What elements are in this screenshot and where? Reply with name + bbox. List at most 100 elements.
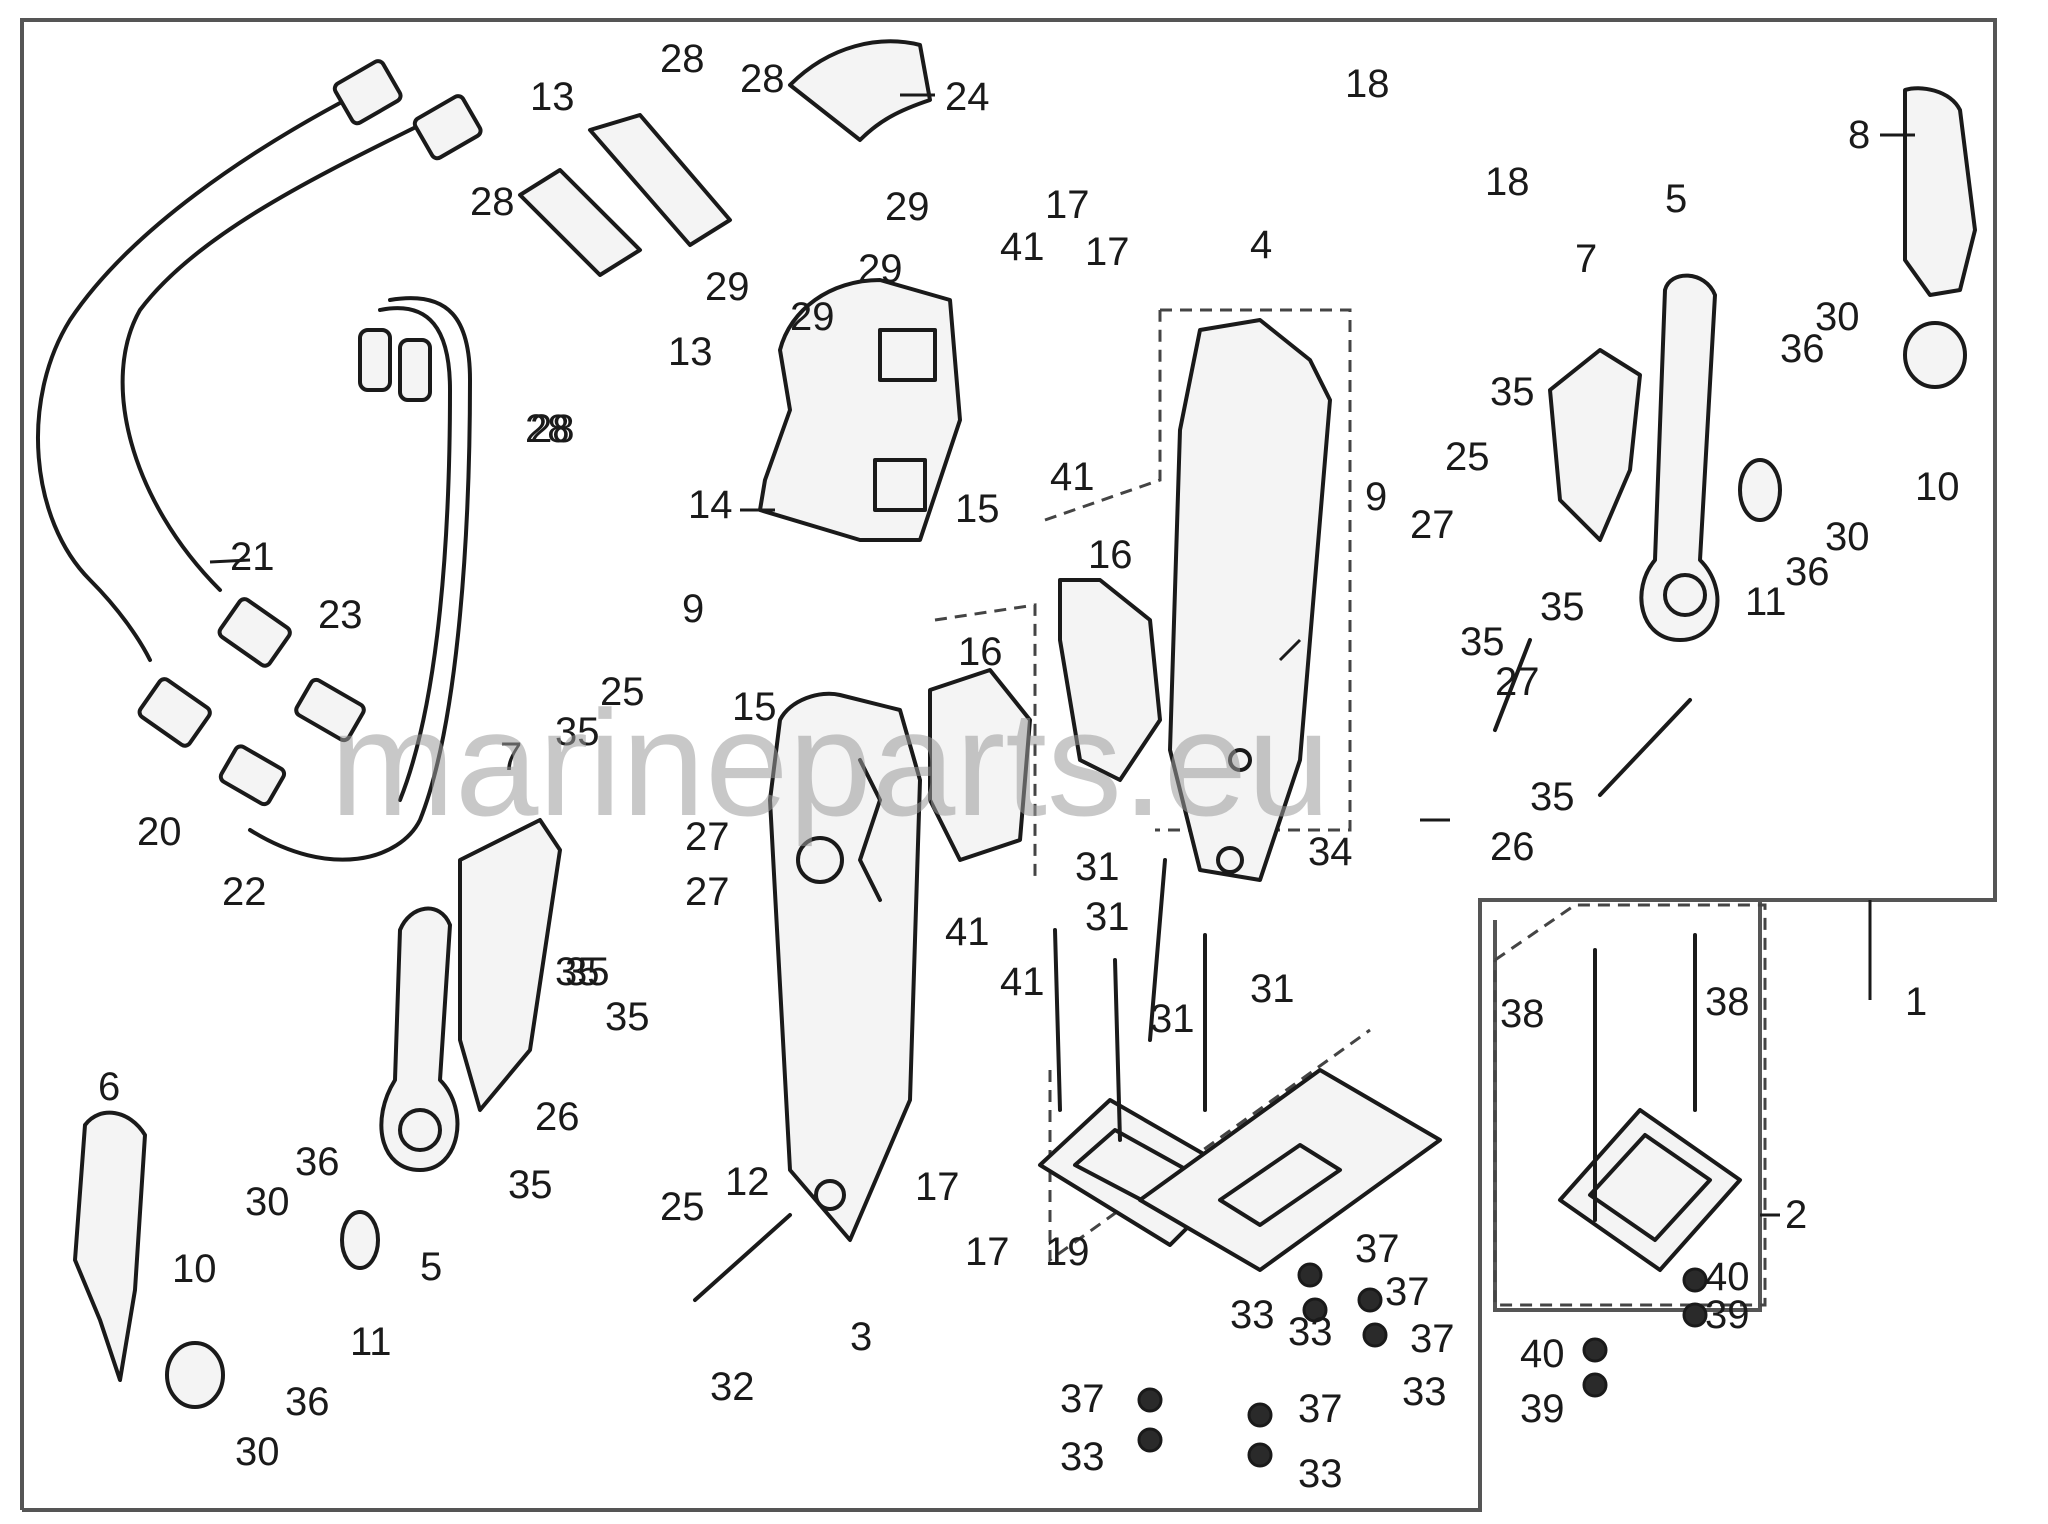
callout-label: 25 bbox=[660, 1185, 705, 1229]
arm-5-right bbox=[1639, 273, 1720, 642]
nuts bbox=[1137, 1262, 1708, 1468]
callout-label: 38 bbox=[1500, 992, 1545, 1036]
callout-label: 17 bbox=[965, 1230, 1010, 1274]
callout-label: 9 bbox=[1365, 475, 1387, 519]
callout-label: 7 bbox=[500, 735, 522, 779]
callout-label: 36 bbox=[1785, 550, 1830, 594]
callout-label: 41 bbox=[1000, 960, 1045, 1004]
callout-label: 33 bbox=[1298, 1452, 1343, 1496]
callout-label: 29 bbox=[858, 247, 903, 291]
callout-label: 35 bbox=[565, 950, 610, 994]
callout-label: 15 bbox=[732, 685, 777, 729]
callout-label: 4 bbox=[1250, 223, 1272, 267]
callout-label: 31 bbox=[1150, 997, 1195, 1041]
handle-6 bbox=[73, 1110, 147, 1382]
callout-label: 18 bbox=[1345, 62, 1390, 106]
callout-label: 31 bbox=[1075, 845, 1120, 889]
callout-label: 37 bbox=[1385, 1270, 1430, 1314]
callout-label: 22 bbox=[222, 870, 267, 914]
callout-label: 40 bbox=[1520, 1332, 1565, 1376]
callout-label: 16 bbox=[958, 630, 1003, 674]
lever-housing-7-left bbox=[458, 818, 562, 1112]
control-box-3 bbox=[768, 691, 922, 1242]
callout-label: 13 bbox=[530, 75, 575, 119]
callout-label: 27 bbox=[1410, 503, 1455, 547]
callout-label: 36 bbox=[1780, 327, 1825, 371]
lever-housing-7-right bbox=[1548, 348, 1642, 542]
callout-label: 33 bbox=[1402, 1370, 1447, 1414]
callout-label: 41 bbox=[1050, 455, 1095, 499]
callout-label: 36 bbox=[285, 1380, 330, 1424]
callout-label: 10 bbox=[1915, 465, 1960, 509]
watermark: marineparts.eu bbox=[330, 679, 1331, 847]
callout-label: 41 bbox=[1000, 225, 1045, 269]
callout-label: 35 bbox=[508, 1163, 553, 1207]
callout-label: 30 bbox=[235, 1430, 280, 1474]
callout-label: 16 bbox=[1088, 533, 1133, 577]
handle-8 bbox=[1903, 86, 1977, 297]
callout-label: 13 bbox=[668, 330, 713, 374]
callout-label: 11 bbox=[1745, 580, 1787, 624]
callout-label: 26 bbox=[535, 1095, 580, 1139]
cover-24 bbox=[788, 39, 932, 142]
callout-label: 30 bbox=[1815, 295, 1860, 339]
callout-label: 28 bbox=[530, 407, 575, 451]
callout-label: 14 bbox=[688, 483, 733, 527]
knob-10-left bbox=[165, 1341, 225, 1409]
callout-label: 32 bbox=[710, 1365, 755, 1409]
washer-11-left bbox=[340, 1210, 380, 1270]
callout-label: 35 bbox=[555, 950, 600, 994]
washer-11-right bbox=[1738, 458, 1782, 522]
callout-label: 1 bbox=[1905, 980, 1927, 1024]
callout-label: 41 bbox=[945, 910, 990, 954]
callout-label: 31 bbox=[1250, 967, 1295, 1011]
callout-label: 23 bbox=[318, 593, 363, 637]
callout-label: 28 bbox=[660, 37, 705, 81]
callout-label: 11 bbox=[350, 1320, 392, 1364]
callout-label: 7 bbox=[1575, 237, 1597, 281]
callout-label: 10 bbox=[172, 1247, 217, 1291]
callout-label: 36 bbox=[295, 1140, 340, 1184]
callout-label: 15 bbox=[955, 487, 1000, 531]
callout-label: 37 bbox=[1355, 1227, 1400, 1271]
callout-label: 26 bbox=[1490, 825, 1535, 869]
callout-label: 35 bbox=[1530, 775, 1575, 819]
callout-label: 5 bbox=[1665, 177, 1687, 221]
callout-label: 3 bbox=[850, 1315, 872, 1359]
callout-label: 37 bbox=[1410, 1317, 1455, 1361]
callout-label: 30 bbox=[1825, 515, 1870, 559]
callout-label: 39 bbox=[1520, 1387, 1565, 1431]
callout-label: 9 bbox=[682, 587, 704, 631]
leader-lines bbox=[209, 93, 1915, 1217]
control-box-4 bbox=[1168, 318, 1332, 882]
callout-label: 12 bbox=[725, 1160, 770, 1204]
callout-label: 37 bbox=[1298, 1387, 1343, 1431]
callout-label: 25 bbox=[600, 670, 645, 714]
base-gasket-2 bbox=[1558, 1108, 1742, 1272]
callout-label: 35 bbox=[1540, 585, 1585, 629]
gasket-16-center bbox=[928, 668, 1032, 862]
bracket-13 bbox=[518, 113, 732, 277]
gasket-16-upper bbox=[1058, 578, 1162, 782]
callout-label: 29 bbox=[790, 295, 835, 339]
callout-label: 40 bbox=[1705, 1255, 1750, 1299]
callout-label: 6 bbox=[98, 1065, 120, 1109]
callout-label: 5 bbox=[420, 1245, 442, 1289]
knob-10-right bbox=[1903, 321, 1967, 389]
wire-harness-21 bbox=[36, 59, 483, 862]
callout-label: 18 bbox=[1485, 160, 1530, 204]
callout-label: 34 bbox=[1308, 830, 1353, 874]
callout-label: 27 bbox=[685, 815, 730, 859]
callout-label: 29 bbox=[885, 185, 930, 229]
callout-label: 35 bbox=[1460, 620, 1505, 664]
arm-5-left bbox=[379, 906, 460, 1172]
callout-label: 35 bbox=[1490, 370, 1535, 414]
bolts bbox=[693, 638, 1697, 1302]
callout-label: 27 bbox=[1495, 660, 1540, 704]
callout-label: 2 bbox=[1785, 1193, 1807, 1237]
callout-label: 21 bbox=[230, 535, 275, 579]
callout-label: 19 bbox=[1045, 1230, 1090, 1274]
callout-label: 35 bbox=[555, 710, 600, 754]
callout-label: 17 bbox=[915, 1165, 960, 1209]
